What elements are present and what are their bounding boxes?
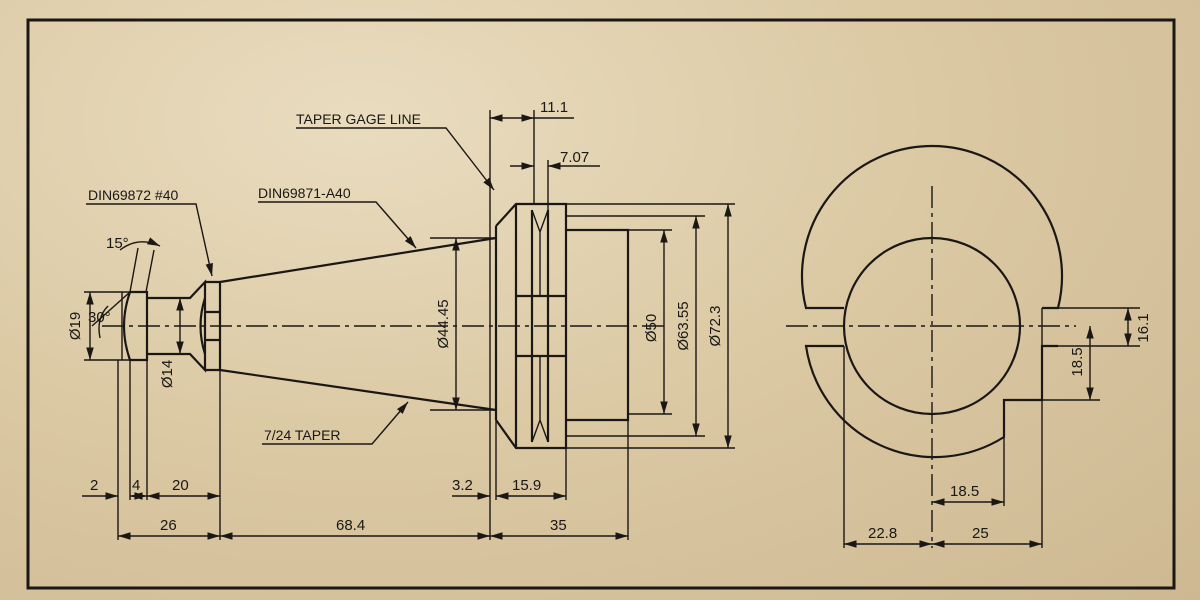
dim-2: 2 — [90, 477, 98, 494]
dimension-lines — [82, 114, 732, 540]
dim-d19: Ø19 — [67, 312, 84, 340]
dim-25: 25 — [972, 525, 989, 542]
note-taper: 7/24 TAPER — [264, 427, 341, 443]
dim-d50: Ø50 — [643, 314, 660, 342]
dim-11-1: 11.1 — [540, 99, 568, 116]
note-din69871: DIN69871-A40 — [258, 185, 351, 201]
end-view-bore — [842, 236, 1022, 416]
dim-26: 26 — [160, 517, 177, 534]
dim-22-8: 22.8 — [868, 525, 897, 542]
border-frame — [26, 18, 1176, 590]
leaders — [86, 127, 495, 445]
dim-3-2: 3.2 — [452, 477, 473, 494]
dim-18-5-vertical: 18.5 — [1069, 347, 1086, 376]
pull-stud-shoulder — [199, 280, 222, 372]
dim-16-1: 16.1 — [1135, 313, 1152, 342]
angle-marks — [91, 237, 161, 339]
dim-15-9: 15.9 — [512, 477, 541, 494]
dim-18-5-horizontal: 18.5 — [950, 483, 979, 500]
flange-v-groove — [531, 209, 549, 443]
dim-d723: Ø72.3 — [707, 306, 724, 347]
side-view — [102, 202, 668, 450]
angle-30: 30° — [88, 309, 111, 326]
extension-lines — [84, 110, 735, 540]
dim-7-07: 7.07 — [560, 149, 589, 166]
flange — [494, 202, 568, 450]
end-view-outline — [800, 144, 1064, 459]
note-taper-gage-line: TAPER GAGE LINE — [296, 111, 421, 127]
dim-68-4: 68.4 — [336, 517, 365, 534]
taper-body — [219, 236, 497, 412]
dim-20: 20 — [172, 477, 189, 494]
annotations: DIN69872 #40 DIN69871-A40 TAPER GAGE LIN… — [67, 99, 1152, 542]
note-din69872: DIN69872 #40 — [88, 187, 179, 203]
pull-stud-head — [122, 290, 149, 362]
dim-d14: Ø14 — [159, 360, 176, 388]
end-view — [786, 144, 1140, 548]
angle-15: 15° — [106, 235, 129, 252]
dim-4: 4 — [132, 477, 140, 494]
dim-d6355: Ø63.55 — [675, 301, 692, 350]
dim-35: 35 — [550, 517, 567, 534]
dim-d4445: Ø44.45 — [435, 299, 452, 348]
flange-boss — [566, 228, 630, 422]
